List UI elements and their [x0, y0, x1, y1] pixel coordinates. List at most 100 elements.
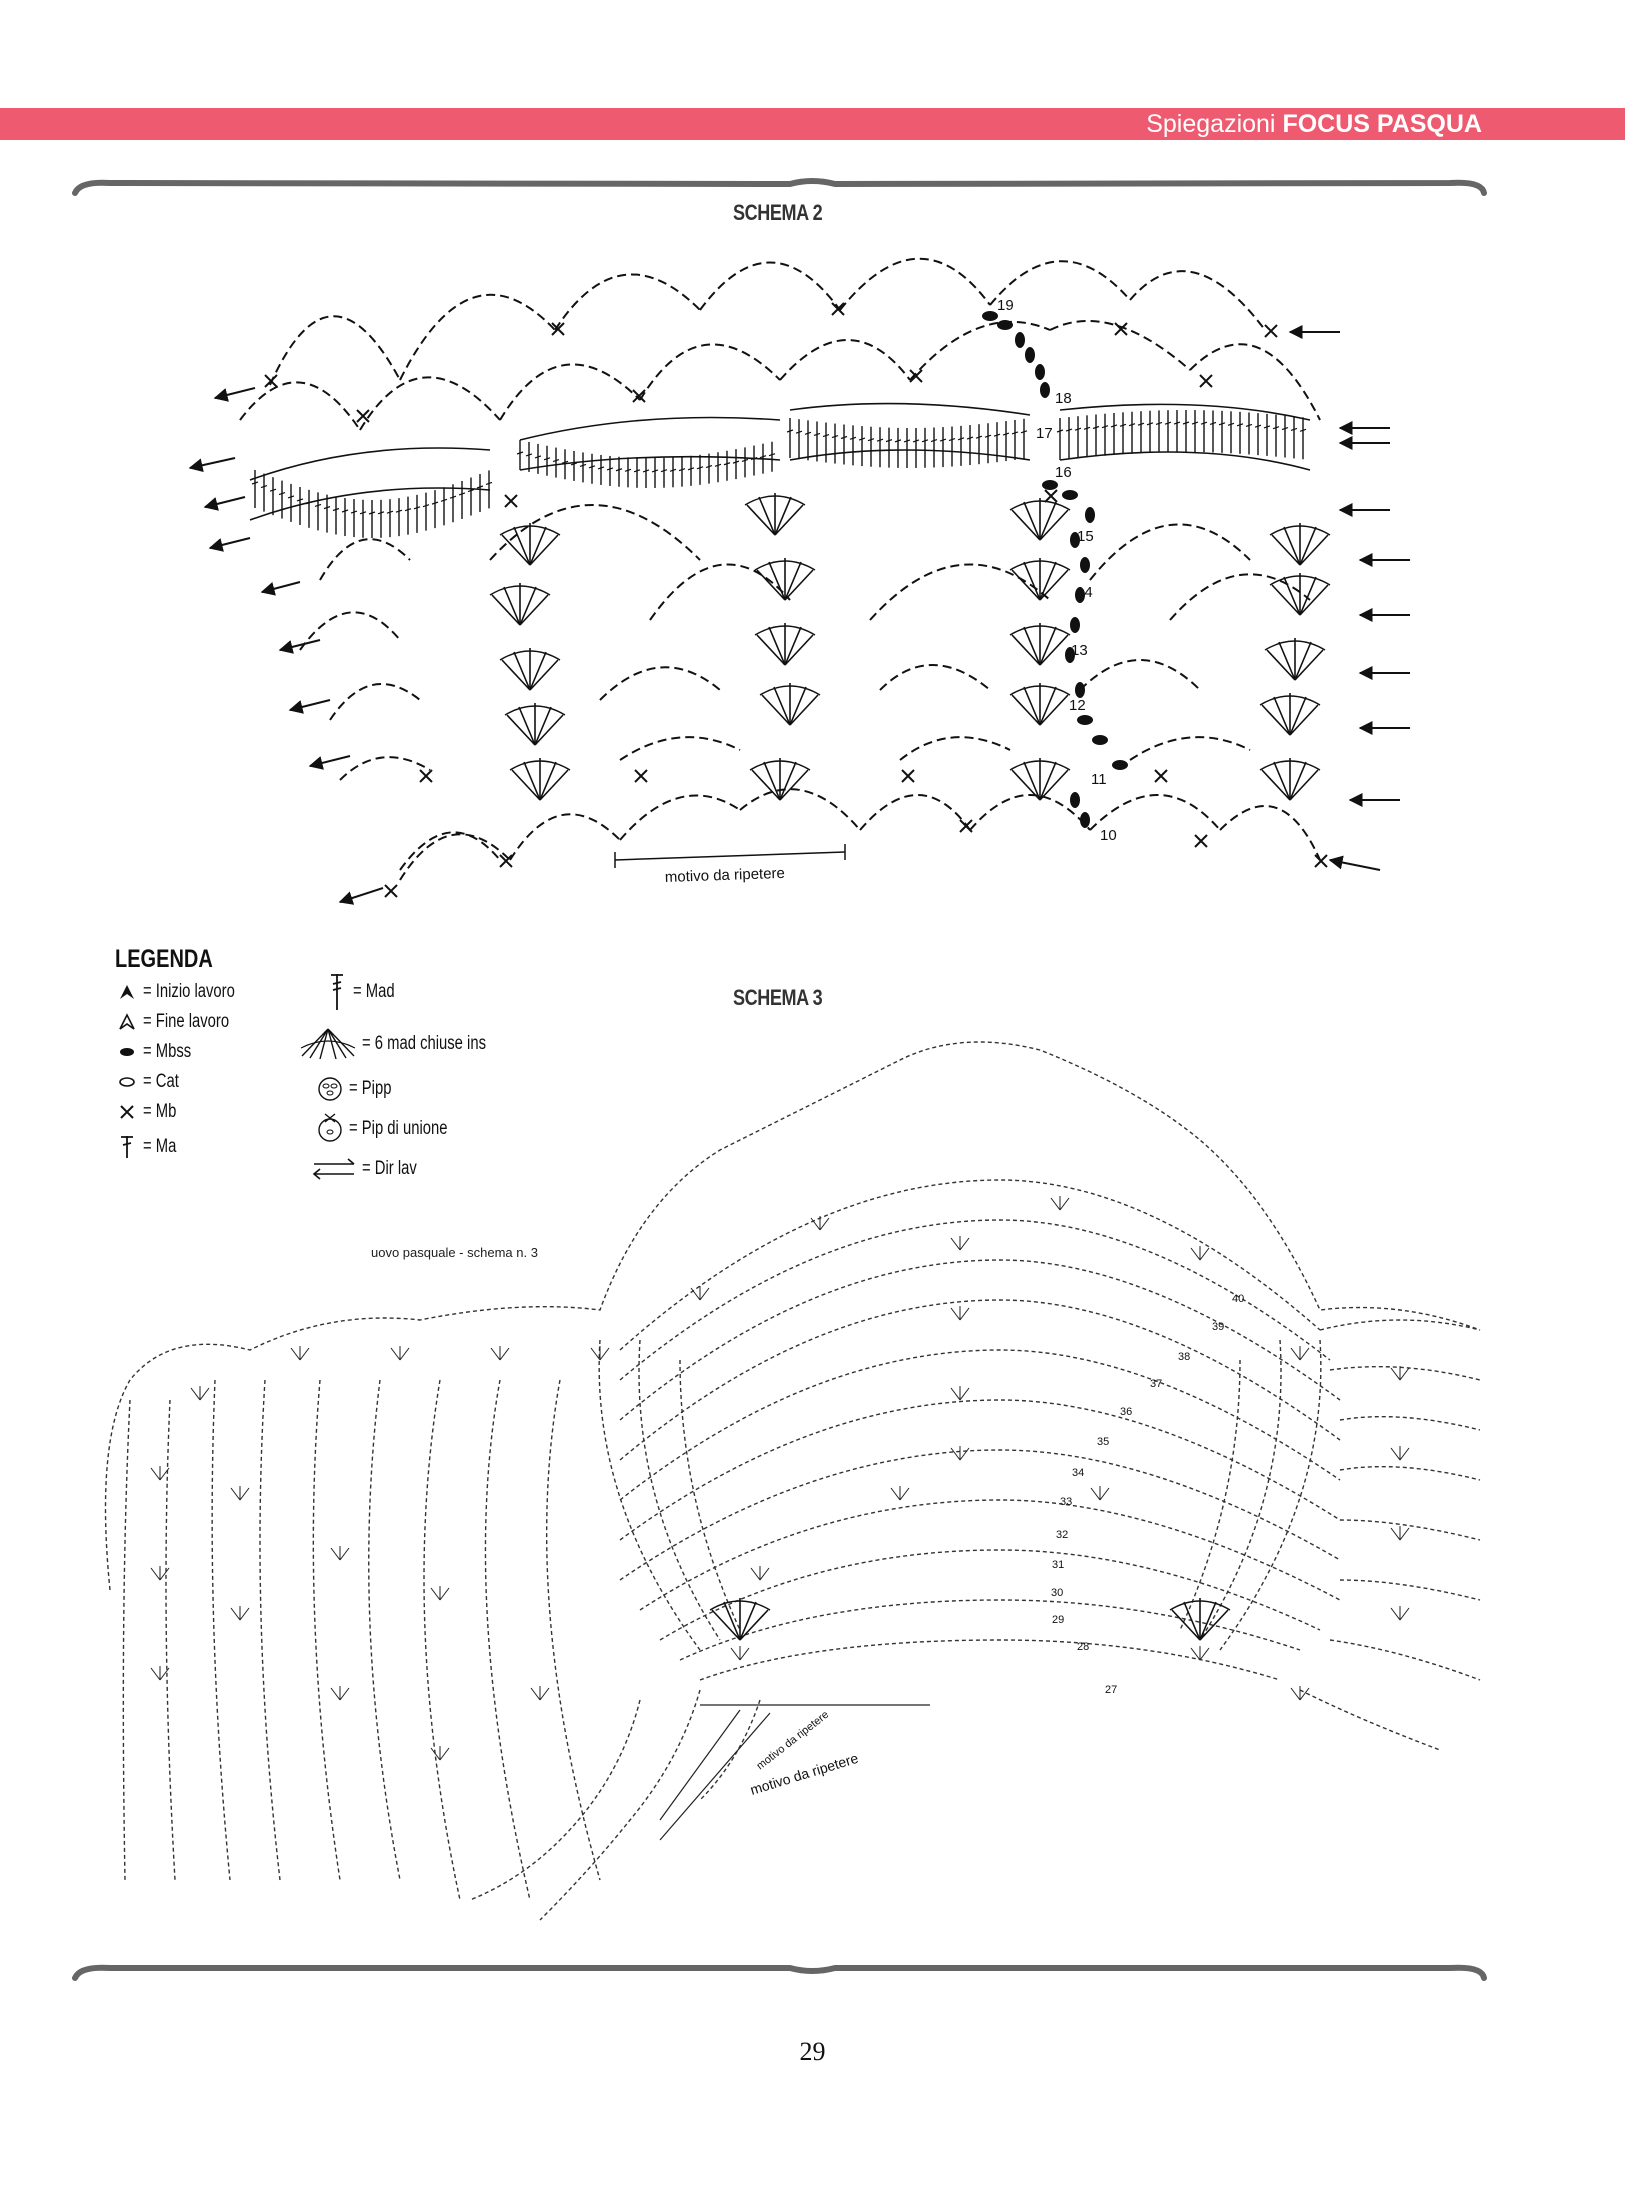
header-bar [0, 108, 1625, 140]
dc-stitch-crossbar [570, 462, 578, 466]
legend-label: = Mad [353, 981, 395, 1002]
round-label: 35 [1097, 1436, 1109, 1448]
round-label: 15 [1077, 528, 1094, 545]
dc-stitch-crossbar [1281, 426, 1289, 431]
dc-stitch-crossbar [1083, 426, 1091, 430]
dc-stitch-crossbar [368, 511, 376, 515]
dc-stitch-crossbar [930, 438, 938, 443]
dc-stitch-crossbar [431, 501, 439, 505]
dc-stitch-crossbar [660, 469, 668, 473]
schema2-fans [489, 492, 1331, 801]
round-label: 10 [1100, 827, 1117, 844]
dc-stitch-crossbar [588, 465, 596, 469]
dc-stitch-crossbar [278, 492, 286, 496]
double-crochet-icon [121, 1136, 133, 1158]
dc-stitch-crossbar [741, 458, 749, 462]
dc-stitch-crossbar [1245, 423, 1253, 428]
round-label: 36 [1120, 1406, 1132, 1418]
dc-stitch-crossbar [597, 466, 605, 470]
schema2-repeat-bracket [614, 844, 846, 868]
dc-stitch-crossbar [966, 436, 974, 440]
dc-stitch-crossbar [813, 432, 821, 437]
dc-stitch-crossbar [939, 438, 947, 442]
dc-stitch-crossbar [948, 437, 956, 442]
dc-stitch-crossbar [440, 498, 448, 502]
dc-stitch-crossbar [1182, 421, 1190, 425]
schema2-dc-bars [251, 410, 1307, 538]
dc-stitch-crossbar [876, 438, 884, 442]
dc-stitch-crossbar [858, 437, 866, 441]
dc-stitch-crossbar [543, 457, 551, 461]
dc-stitch-crossbar [714, 463, 722, 467]
dc-stitch-crossbar [1128, 423, 1136, 427]
legend-label: = Pipp [349, 1078, 392, 1099]
legend-item: = Fine lavoro [115, 1008, 253, 1036]
picot-icon [318, 1077, 342, 1101]
round-label: 28 [1077, 1641, 1089, 1653]
schema3-repeat-brackets [659, 1704, 930, 1841]
dc-stitch-crossbar [912, 439, 920, 443]
round-label: 40 [1232, 1293, 1244, 1305]
legend-item: = Mad [325, 974, 406, 1010]
dc-stitch-crossbar [894, 439, 902, 443]
dc-stitch-crossbar [516, 451, 524, 455]
dc-stitch-crossbar [822, 433, 830, 438]
dc-stitch-crossbar [1065, 428, 1073, 432]
round-label: 13 [1071, 642, 1088, 659]
legend-item: = Dir lav [310, 1155, 432, 1183]
round-label: 14 [1076, 584, 1093, 601]
dc-stitch-crossbar [359, 511, 367, 515]
dc-stitch-crossbar [413, 506, 421, 510]
dc-stitch-crossbar [606, 467, 614, 471]
legend-label: = Fine lavoro [143, 1011, 230, 1032]
schema2-direction-arrows [188, 325, 1410, 905]
round-label: 27 [1105, 1684, 1117, 1696]
round-label: 31 [1052, 1559, 1064, 1571]
dc-stitch-crossbar [1200, 421, 1208, 425]
round-label: 12 [1069, 697, 1086, 714]
dc-stitch-crossbar [1227, 422, 1235, 426]
dc-stitch-crossbar [696, 466, 704, 470]
legend-label: = Inizio lavoro [143, 981, 235, 1002]
round-label: 33 [1060, 1496, 1072, 1508]
dc-stitch-crossbar [1020, 430, 1028, 434]
round-label: 38 [1178, 1351, 1190, 1363]
dc-stitch-crossbar [341, 509, 349, 513]
round-label: 29 [1052, 1614, 1064, 1626]
round-label: 18 [1055, 390, 1072, 407]
dc-stitch-crossbar [795, 430, 803, 434]
round-label: 32 [1056, 1529, 1068, 1541]
header-title: Spiegazioni FOCUS PASQUA [1146, 109, 1482, 139]
dc-stitch-crossbar [269, 488, 277, 492]
dc-stitch-crossbar [1218, 422, 1226, 426]
round-label: 37 [1150, 1378, 1162, 1390]
dc-stitch-crossbar [831, 434, 839, 439]
schema3-caption: uovo pasquale - schema n. 3 [371, 1245, 538, 1260]
single-crochet-icon [120, 1105, 134, 1119]
legend-label: = Mb [143, 1101, 177, 1122]
round-label: 11 [1091, 771, 1107, 788]
legend-item: = Pipp [315, 1075, 403, 1103]
legend-item: = Ma [115, 1133, 186, 1161]
round-label: 17 [1036, 425, 1053, 442]
dc-stitch-crossbar [579, 463, 587, 467]
top-divider [72, 178, 1487, 196]
legend-label: = Dir lav [362, 1158, 417, 1179]
dc-stitch-crossbar [305, 501, 313, 505]
dc-stitch-crossbar [624, 468, 632, 472]
dc-stitch-crossbar [314, 503, 322, 507]
round-label: 39 [1212, 1321, 1224, 1333]
dc-stitch-crossbar [849, 436, 857, 440]
dc-stitch-crossbar [1002, 432, 1010, 436]
dc-stitch-crossbar [395, 509, 403, 513]
dc-stitch-crossbar [1209, 421, 1217, 426]
double-treble-icon [331, 974, 343, 1010]
dc-stitch-crossbar [633, 469, 641, 473]
dc-stitch-crossbar [957, 437, 965, 441]
dc-stitch-crossbar [467, 488, 475, 493]
dc-stitch-crossbar [1011, 431, 1019, 435]
dc-stitch-crossbar [975, 435, 983, 439]
dc-stitch-crossbar [1155, 421, 1163, 425]
dc-stitch-crossbar [1119, 423, 1127, 427]
